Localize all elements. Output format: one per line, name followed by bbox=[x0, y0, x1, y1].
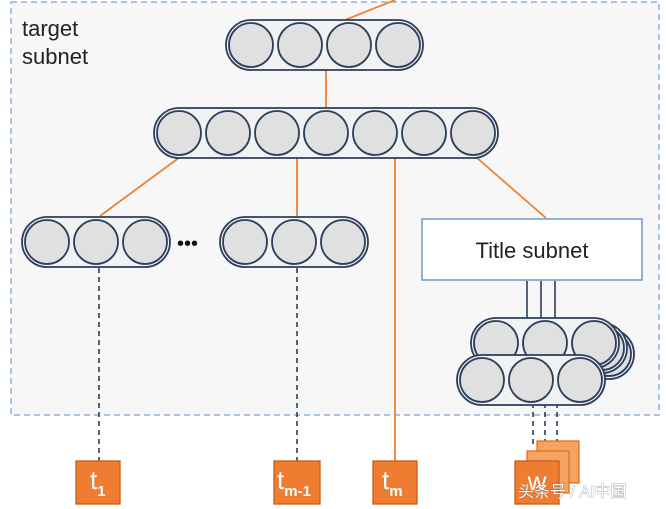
orange-connectors bbox=[99, 0, 547, 461]
top-layer-neuron bbox=[375, 22, 421, 68]
center-input-layer-neuron bbox=[222, 219, 268, 265]
middle-layer-neuron bbox=[205, 110, 251, 156]
word-embedding-layer-front bbox=[456, 354, 606, 406]
middle-layer-neuron bbox=[352, 110, 398, 156]
center-input-layer-neuron bbox=[271, 219, 317, 265]
center-input-layer-neuron bbox=[320, 219, 366, 265]
watermark: 头条号 / AI中国 bbox=[518, 483, 626, 501]
top-layer bbox=[225, 19, 424, 71]
left-input-layer-neuron bbox=[24, 219, 70, 265]
input-tm-box bbox=[372, 460, 418, 505]
input-t1-box bbox=[75, 460, 121, 505]
input-tm1-sub: m-1 bbox=[284, 483, 311, 500]
left-input-layer bbox=[21, 216, 171, 268]
middle-layer-neuron bbox=[156, 110, 202, 156]
layer-group bbox=[21, 19, 635, 406]
input-t1-base: t bbox=[90, 465, 98, 495]
mid-to-title-line bbox=[475, 156, 547, 219]
title-subnet-label: Title subnet bbox=[476, 238, 589, 263]
svg-text:tm: tm bbox=[382, 465, 403, 500]
input-tm-base: t bbox=[382, 465, 390, 495]
target-subnet-label-line2: subnet bbox=[22, 44, 88, 69]
input-w-box bbox=[514, 460, 560, 505]
middle-layer-neuron bbox=[401, 110, 447, 156]
word-embedding-layer-front-neuron bbox=[557, 357, 603, 403]
target-subnet-label-line1: target bbox=[22, 16, 78, 41]
input-w-base: w bbox=[527, 466, 547, 496]
top-output-line bbox=[344, 0, 396, 21]
input-tm-sub: m bbox=[389, 483, 402, 500]
svg-text:t1: t1 bbox=[90, 465, 106, 500]
title-subnet-box bbox=[421, 218, 643, 281]
svg-text:tm-1: tm-1 bbox=[277, 465, 311, 500]
top-layer-neuron bbox=[326, 22, 372, 68]
input-tm1-base: t bbox=[277, 465, 285, 495]
middle-layer-neuron bbox=[450, 110, 496, 156]
center-input-layer bbox=[219, 216, 369, 268]
middle-layer-neuron bbox=[303, 110, 349, 156]
ellipsis: ••• bbox=[177, 233, 198, 255]
input-w: w bbox=[514, 460, 560, 505]
top-layer-neuron bbox=[277, 22, 323, 68]
word-embedding-layer-front-neuron bbox=[459, 357, 505, 403]
middle-layer bbox=[153, 107, 499, 159]
top-layer-neuron bbox=[228, 22, 274, 68]
input-t1-sub: 1 bbox=[97, 483, 105, 500]
middle-layer-neuron bbox=[254, 110, 300, 156]
input-tm: tm bbox=[372, 460, 418, 505]
mid-to-left-line bbox=[99, 156, 181, 217]
input-tm1: tm-1 bbox=[273, 460, 321, 505]
input-tm1-box bbox=[273, 460, 321, 505]
left-input-layer-neuron bbox=[122, 219, 168, 265]
input-t1: t1 bbox=[75, 460, 121, 505]
top-layer-pill bbox=[225, 19, 424, 71]
word-embedding-layer-front-neuron bbox=[508, 357, 554, 403]
left-input-layer-neuron bbox=[73, 219, 119, 265]
